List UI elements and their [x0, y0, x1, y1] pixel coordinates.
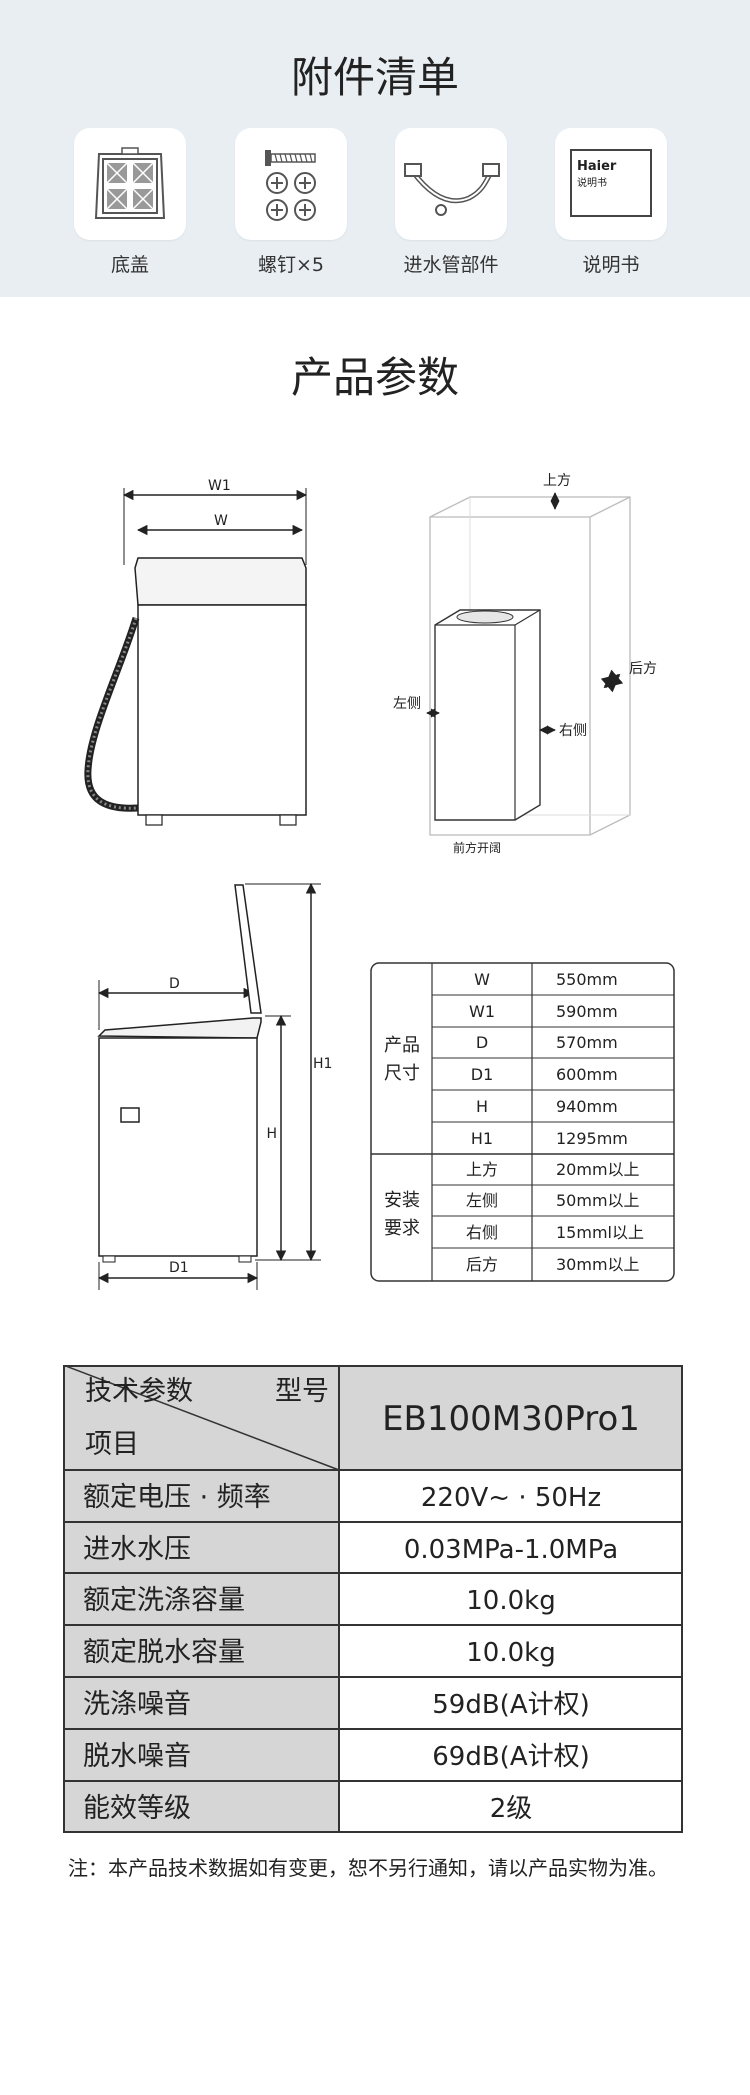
spec-row-label: 洗涤噪音 [83, 1689, 191, 1720]
spec-value-col-bg [339, 1470, 683, 1833]
spec-label-col-bg [63, 1470, 339, 1833]
accessory-inlet-hose: 进水管部件 [395, 128, 507, 276]
spec-row-label: 额定洗涤容量 [83, 1585, 245, 1616]
accessory-label: 说明书 [582, 254, 640, 276]
inlet-hose-icon [404, 163, 500, 216]
dim-value: 570mm [556, 1033, 618, 1052]
dim-group-label: 安装 [384, 1190, 420, 1211]
manual-icon: Haier 说明书 [570, 149, 652, 217]
clearance-front-label: 前方开阔 [453, 840, 501, 855]
dim-value: 15mml以上 [556, 1223, 644, 1242]
spec-table: 技术参数 型号 项目 EB100M30Pro1 额定电压 · 频率 进水水压 额… [63, 1365, 683, 1833]
spec-row-label: 脱水噪音 [83, 1741, 191, 1772]
accessory-base-cover: 底盖 [74, 128, 186, 276]
manual-cover-text: 说明书 [577, 176, 607, 189]
dim-key: D [476, 1033, 488, 1052]
h1-label: H1 [313, 1056, 332, 1072]
dim-value: 50mm以上 [556, 1191, 640, 1210]
dim-key: W1 [469, 1002, 495, 1021]
spec-row-value: 2级 [490, 1794, 533, 1824]
base-cover-icon [94, 147, 166, 219]
spec-row-value: 69dB(A计权) [432, 1742, 590, 1772]
spec-row-value: 59dB(A计权) [432, 1690, 590, 1720]
d-label: D [169, 976, 180, 992]
h-label: H [266, 1126, 277, 1142]
header-tech-params: 技术参数 [85, 1376, 193, 1407]
clearance-back-label: 后方 [629, 661, 657, 677]
params-title: 产品参数 [290, 353, 459, 402]
clearance-left-label: 左侧 [393, 696, 421, 712]
header-model-label: 型号 [275, 1376, 329, 1407]
screws-icon [265, 150, 316, 221]
clearance-top-label: 上方 [543, 473, 571, 489]
model-number: EB100M30Pro1 [382, 1399, 640, 1439]
spec-row-value: 10.0kg [466, 1586, 555, 1616]
spec-header-bg [63, 1365, 683, 1470]
dim-group-label: 尺寸 [384, 1063, 420, 1084]
header-item-label: 项目 [85, 1429, 139, 1460]
dim-value: 600mm [556, 1065, 618, 1084]
dim-key: 上方 [466, 1160, 498, 1179]
dim-value: 550mm [556, 970, 618, 989]
dim-value: 20mm以上 [556, 1160, 640, 1179]
clearance-right-label: 右侧 [559, 723, 587, 739]
dim-key: 左侧 [466, 1191, 498, 1210]
dim-value: 1295mm [556, 1129, 628, 1148]
accessory-label: 进水管部件 [403, 254, 499, 276]
accessory-label: 底盖 [110, 254, 149, 276]
manual-brand-logo: Haier [577, 159, 617, 174]
spec-row-value: 220V~ · 50Hz [421, 1483, 601, 1513]
accessory-manual: Haier 说明书 说明书 [555, 128, 667, 276]
spec-row-label: 能效等级 [83, 1793, 191, 1824]
spec-row-label: 额定脱水容量 [83, 1637, 245, 1668]
dim-value: 30mm以上 [556, 1255, 640, 1274]
dim-group-label: 产品 [384, 1035, 420, 1056]
dimensions-table: 产品 尺寸 安装 要求 W 550mm W1 590mm D 570mm D1 … [370, 962, 675, 1282]
dim-value: 940mm [556, 1097, 618, 1116]
w1-label: W1 [208, 478, 231, 494]
spec-row-label: 进水水压 [83, 1534, 191, 1565]
d1-label: D1 [169, 1260, 189, 1276]
dim-key: H1 [471, 1129, 493, 1148]
w-label: W [214, 513, 228, 529]
dim-value: 590mm [556, 1002, 618, 1021]
dim-key: 右侧 [466, 1223, 498, 1242]
dim-group-label: 要求 [384, 1218, 420, 1239]
accessory-label: 螺钉×5 [257, 254, 324, 276]
front-view-diagram: W1 W [84, 478, 308, 826]
spec-row-value: 0.03MPa-1.0MPa [404, 1535, 618, 1565]
spec-row-label: 额定电压 · 频率 [83, 1482, 271, 1513]
accessory-screws: 螺钉×5 [235, 128, 347, 276]
dim-key: 后方 [466, 1255, 498, 1274]
header-diagonal [63, 1365, 340, 1471]
side-view-diagram: D D1 H H1 [97, 882, 332, 1290]
spec-row-value: 10.0kg [466, 1638, 555, 1668]
clearance-diagram: 上方 左侧 右侧 后方 前方开阔 [393, 473, 657, 855]
dim-key: W [474, 970, 490, 989]
dim-key: D1 [471, 1065, 494, 1084]
accessories-title: 附件清单 [290, 53, 459, 102]
disclaimer-note: 注：本产品技术数据如有变更，恕不另行通知，请以产品实物为准。 [68, 1856, 668, 1880]
dim-key: H [476, 1097, 488, 1116]
